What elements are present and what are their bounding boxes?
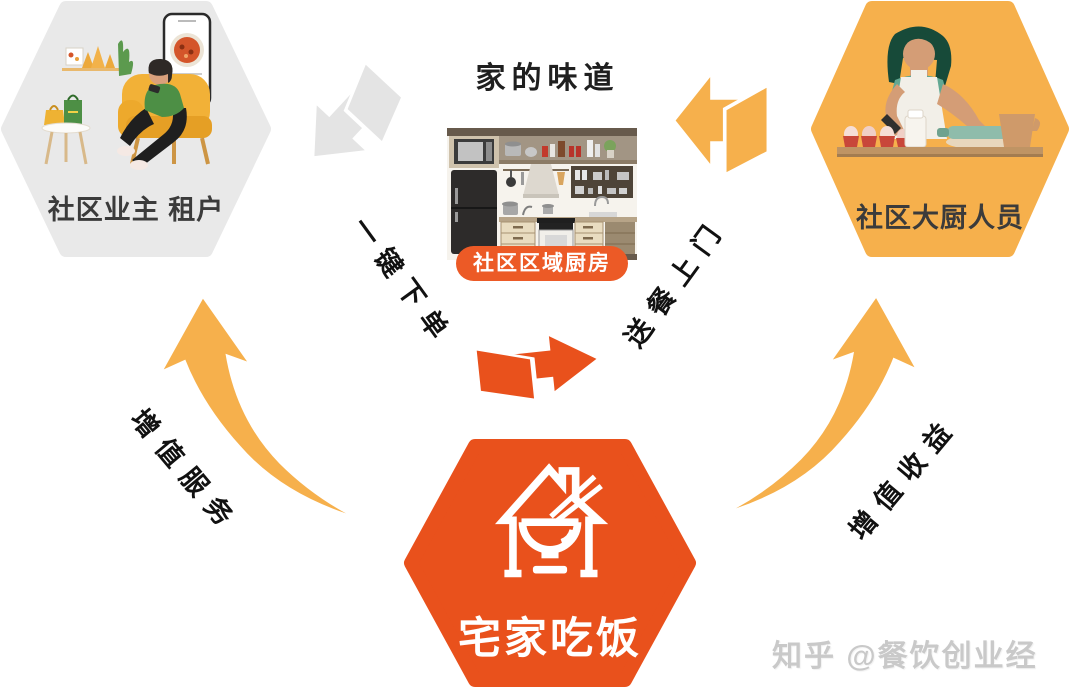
revenue-growth-arrow-icon: [735, 298, 915, 509]
platform-name: 宅家吃饭: [458, 615, 642, 663]
chef-illustration: [837, 26, 1043, 157]
watermark: 知乎 @餐饮创业经: [772, 640, 1038, 673]
resident-person: [117, 58, 187, 170]
chef-person: [881, 26, 991, 140]
bottle-shelf: [571, 166, 633, 198]
shelf-decor: [62, 40, 134, 76]
measuring-cup: [999, 114, 1041, 147]
counter-items: [502, 195, 617, 217]
resident-illustration: [41, 12, 212, 170]
fridge: [451, 170, 497, 254]
chefs-label: 社区大厨人员: [856, 203, 1024, 233]
kitchen-node: 社区区域厨房: [447, 128, 637, 284]
platform-logo-icon: [494, 463, 609, 578]
platform-hexagon-shape: [404, 439, 696, 687]
work-table: [837, 147, 1043, 157]
home-taste-heading: 家的味道: [475, 62, 620, 95]
service-growth-arrow-icon: [163, 298, 347, 514]
shelf-items: [505, 140, 616, 158]
delivery-fold-arrow-icon: [675, 77, 771, 179]
order-fold-arrow-icon: [314, 58, 406, 157]
chefs-hexagon: 社区大厨人员: [810, 0, 1070, 258]
side-table-bags: [41, 94, 91, 165]
kitchen-illustration: [447, 128, 637, 260]
flour-jar: [904, 109, 927, 148]
residents-label: 社区业主 租户: [47, 195, 225, 225]
platform-fold-arrow-icon: [471, 336, 597, 402]
residents-hexagon: 社区业主 租户: [0, 0, 272, 258]
platform-hexagon: 宅家吃饭: [403, 438, 697, 688]
kitchen-badge: 社区区域厨房: [456, 246, 628, 281]
